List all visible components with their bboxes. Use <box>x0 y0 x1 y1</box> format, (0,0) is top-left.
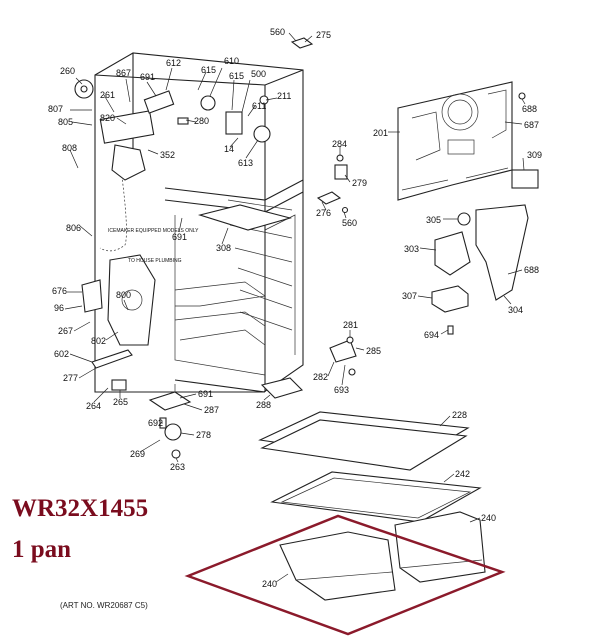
label-228: 228 <box>452 410 467 420</box>
right-parts <box>431 204 529 335</box>
label-500: 500 <box>251 69 266 79</box>
label-284: 284 <box>332 139 347 149</box>
label-691-top: 691 <box>140 72 155 82</box>
art-number: (ART NO. WR20687 C5) <box>60 601 148 610</box>
label-808: 808 <box>62 143 77 153</box>
top-parts <box>74 37 349 214</box>
label-309: 309 <box>527 150 542 160</box>
label-265: 265 <box>113 397 128 407</box>
highlight-outline <box>184 514 506 636</box>
label-305: 305 <box>426 215 441 225</box>
label-269: 269 <box>130 449 145 459</box>
shelf-242 <box>270 471 482 523</box>
label-260: 260 <box>60 66 75 76</box>
label-276: 276 <box>316 208 331 218</box>
icemaker-region: ICEMAKER EQUIPPED MODELS ONLY <box>99 147 199 252</box>
label-800: 800 <box>116 290 131 300</box>
leader-lines <box>64 32 526 583</box>
label-267: 267 <box>58 326 73 336</box>
label-610: 610 <box>224 56 239 66</box>
label-307: 307 <box>402 291 417 301</box>
crisper-pans <box>279 511 486 601</box>
icemaker-note: ICEMAKER EQUIPPED MODELS ONLY <box>108 228 199 234</box>
label-275: 275 <box>316 30 331 40</box>
label-802: 802 <box>91 336 106 346</box>
label-688-top: 688 <box>522 104 537 114</box>
label-611: 611 <box>252 101 266 111</box>
label-691-low: 691 <box>198 389 213 399</box>
label-279: 279 <box>352 178 367 188</box>
label-352: 352 <box>160 150 175 160</box>
label-687: 687 <box>524 120 539 130</box>
part-labels: 560 275 260 867 691 612 610 615 615 500 … <box>48 27 542 589</box>
label-304: 304 <box>508 305 523 315</box>
label-691-mid: 691 <box>172 232 187 242</box>
label-201: 201 <box>373 128 388 138</box>
label-281: 281 <box>343 320 358 330</box>
label-560-mid: 560 <box>342 218 357 228</box>
label-805: 805 <box>58 117 73 127</box>
label-688-mid: 688 <box>524 265 539 275</box>
label-211: 211 <box>277 91 291 101</box>
label-14: 14 <box>224 144 234 154</box>
label-806: 806 <box>66 223 81 233</box>
label-612: 612 <box>166 58 181 68</box>
label-692: 692 <box>148 418 163 428</box>
evaporator-cover <box>397 81 539 201</box>
label-308: 308 <box>216 243 231 253</box>
label-613: 613 <box>238 158 253 168</box>
label-560-top: 560 <box>270 27 285 37</box>
label-242: 242 <box>455 469 470 479</box>
label-288: 288 <box>256 400 271 410</box>
label-240-left: 240 <box>262 579 277 589</box>
label-261: 261 <box>100 90 115 100</box>
label-264: 264 <box>86 401 101 411</box>
label-278: 278 <box>196 430 211 440</box>
label-280: 280 <box>194 116 209 126</box>
label-615-left: 615 <box>201 65 216 75</box>
label-615-right: 615 <box>229 71 244 81</box>
label-676: 676 <box>52 286 67 296</box>
label-285: 285 <box>366 346 381 356</box>
label-867: 867 <box>116 68 131 78</box>
label-287: 287 <box>204 405 219 415</box>
shelf-228 <box>258 411 470 471</box>
plumbing-note: TO HOUSE PLUMBING <box>128 258 182 264</box>
part-number-caption: WR32X1455 <box>12 495 149 522</box>
label-263: 263 <box>170 462 185 472</box>
label-820: 820 <box>100 113 115 123</box>
label-807: 807 <box>48 104 63 114</box>
label-96: 96 <box>54 303 64 313</box>
label-303: 303 <box>404 244 419 254</box>
label-277: 277 <box>63 373 78 383</box>
center-lower-parts <box>260 336 357 399</box>
label-693: 693 <box>334 385 349 395</box>
label-694: 694 <box>424 330 439 340</box>
label-282: 282 <box>313 372 328 382</box>
label-602: 602 <box>54 349 69 359</box>
label-240-right: 240 <box>481 513 496 523</box>
quantity-caption: 1 pan <box>12 536 72 563</box>
left-lower-parts <box>81 254 192 459</box>
